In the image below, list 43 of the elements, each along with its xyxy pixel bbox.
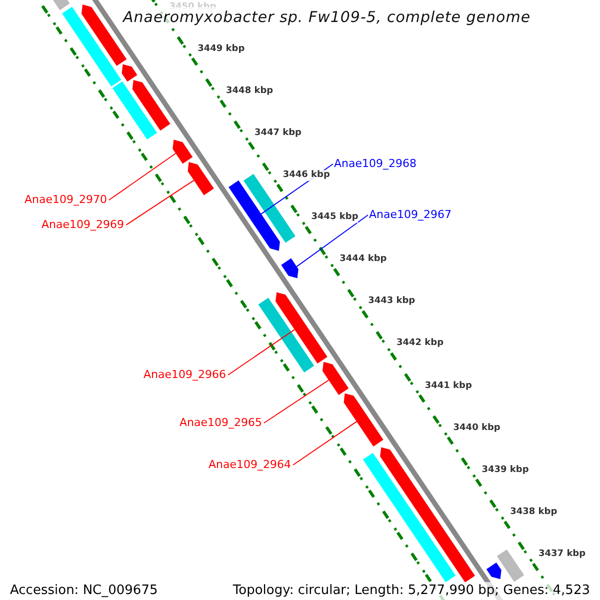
scale-label: 3445 kbp xyxy=(311,212,358,223)
scale-label: 3440 kbp xyxy=(453,422,500,434)
scale-label: 3441 kbp xyxy=(424,380,472,392)
leader-line xyxy=(292,421,358,466)
gene-block xyxy=(62,6,122,86)
gene-block xyxy=(276,292,328,364)
gene-block xyxy=(362,452,456,582)
leader-line xyxy=(296,214,368,268)
gene-label: Anae109_2965 xyxy=(180,416,262,430)
scale-label: 3448 kbp xyxy=(226,86,274,97)
gene-block xyxy=(188,162,214,196)
scale-label: 3437 kbp xyxy=(538,548,586,560)
gene-block xyxy=(228,180,280,251)
gene-block xyxy=(132,80,170,131)
gene-block xyxy=(281,258,298,278)
gene-label: Anae109_2964 xyxy=(208,458,291,472)
gene-label: Anae109_2967 xyxy=(369,208,452,222)
scale-label: 3438 kbp xyxy=(510,506,558,518)
gene-label: Anae109_2969 xyxy=(42,218,124,232)
scale-label: 3447 kbp xyxy=(254,128,302,139)
scale-label: 3439 kbp xyxy=(482,464,529,476)
gene-block xyxy=(486,562,502,580)
info-text: Topology: circular; Length: 5,277,990 bp; Genes: 4,523 xyxy=(230,582,592,600)
scale-label: 3449 kbp xyxy=(198,44,245,54)
gene-block xyxy=(258,298,314,372)
gene-block xyxy=(322,362,349,396)
gene-block xyxy=(496,549,524,582)
leader-line xyxy=(264,380,330,424)
scale-label: 3446 kbp xyxy=(282,170,330,181)
gene-block xyxy=(172,140,193,164)
info-text: Accession: NC_009675 xyxy=(8,582,160,600)
scale-label: 3444 kbp xyxy=(340,254,387,265)
scale-label: 3443 kbp xyxy=(368,296,416,308)
gene-block xyxy=(112,81,158,140)
gene-block xyxy=(380,447,476,582)
gene-label: Anae109_2970 xyxy=(24,193,107,206)
gene-block xyxy=(344,393,384,446)
gene-label: Anae109_2966 xyxy=(144,368,226,382)
leader-line xyxy=(126,180,194,226)
gene-label: Anae109_2968 xyxy=(334,157,416,170)
leader-line xyxy=(228,329,296,376)
scale-label: 3442 kbp xyxy=(396,338,444,350)
leader-line xyxy=(108,152,176,200)
